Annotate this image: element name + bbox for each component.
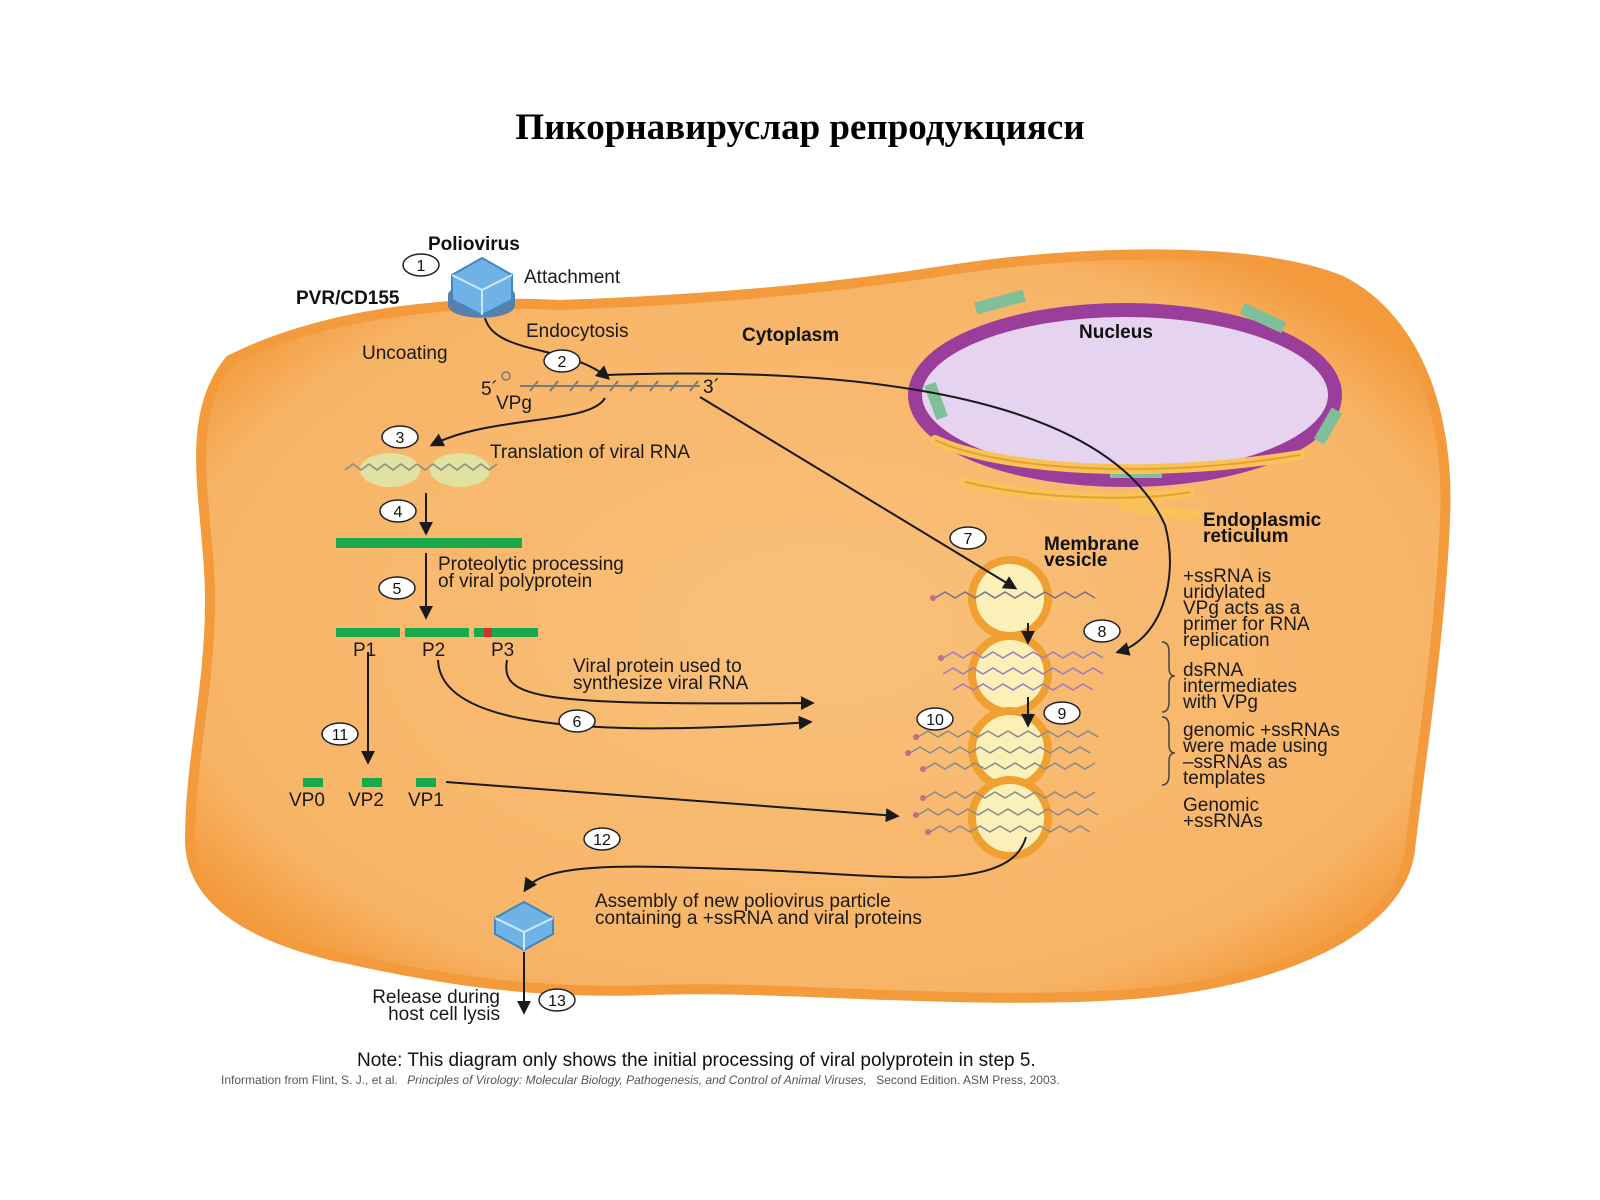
vp1-bar [416,778,436,787]
assembly-label-2: containing a +ssRNA and viral proteins [595,908,922,929]
step-number-6: 6 [573,714,582,731]
vpg-label: VPg [496,393,532,414]
receptor-label: PVR/CD155 [296,288,400,309]
ssrna-label-3: VPg acts as a [1183,598,1301,619]
vp1-label: VP1 [408,790,444,811]
ssrna-label-1: +ssRNA is [1183,566,1271,587]
step-number-1: 1 [417,258,426,275]
genomic-label-4: templates [1183,768,1265,789]
genomic-plus-label-2: +ssRNAs [1183,811,1263,832]
polyprotein-bar [336,538,522,548]
step-circle-9 [1043,701,1081,725]
step-number-13: 13 [548,993,566,1010]
nuclear-pore-icon [1313,407,1343,445]
source-book: Principles of Virology: Molecular Biolog… [407,1073,867,1087]
uncoating-label: Uncoating [362,343,448,364]
step-number-5: 5 [393,581,402,598]
step-circle-8 [1083,619,1121,643]
ribosome-icon [344,453,498,487]
source-suffix: Second Edition. ASM Press, 2003. [876,1073,1059,1087]
p1-bar [336,628,400,637]
nuclear-pore-icon [1239,302,1287,334]
process-arrows [361,317,1171,1015]
vpg-icon [501,371,511,381]
vp0-bar [303,778,323,787]
step-circle-4 [379,499,417,523]
dsrna-label-3: with VPg [1182,692,1258,713]
step-number-8: 8 [1098,624,1107,641]
step-number-9: 9 [1058,706,1067,723]
step-circle-12 [583,827,621,851]
ssrna-label-5: replication [1183,630,1270,651]
p2-bar [405,628,469,637]
poliovirus-icon [448,256,515,318]
five-prime-label: 5´ [481,379,498,400]
step-number-10: 10 [926,712,944,729]
step-circle-1 [402,253,440,277]
cytoplasm-label: Cytoplasm [742,325,839,346]
membrane-vesicle-label-1: Membrane [1044,534,1139,555]
dsrna-label-2: intermediates [1183,676,1297,697]
cleavage-mark [484,628,492,637]
er-label-1: Endoplasmic [1203,510,1322,531]
step-circle-11 [321,722,359,746]
nuclear-pore-icon [974,289,1026,315]
genomic-label-3: –ssRNAs as [1183,752,1288,773]
step-circle-6 [558,709,596,733]
step-circle-13 [538,988,576,1012]
membrane-vesicle [968,556,1052,860]
vpg-icon [905,595,944,835]
diagram-note: Note: This diagram only shows the initia… [357,1050,1036,1071]
viral-protein-label-2: synthesize viral RNA [573,673,749,694]
poliovirus-label: Poliovirus [428,234,520,255]
step-circle-2 [543,349,581,373]
genomic-label-1: genomic +ssRNAs [1183,720,1340,741]
assembly-label-1: Assembly of new poliovirus particle [595,891,891,912]
step-number-7: 7 [964,531,973,548]
p2-label: P2 [422,640,445,661]
step-number-11: 11 [332,727,349,744]
p3-bar [474,628,538,637]
genomic-label-2: were made using [1182,736,1328,757]
step-circle-5 [378,576,416,600]
three-prime-label: 3´ [703,377,720,398]
release-label-1: Release during [372,987,500,1008]
ssrna-label-4: primer for RNA [1183,614,1310,635]
er-label-2: reticulum [1203,526,1289,547]
step-number-12: 12 [593,832,611,849]
bracket [1161,641,1176,786]
new-poliovirus-icon [494,900,554,952]
step-number-3: 3 [396,430,405,447]
viral-rna-strand [520,380,700,392]
vp2-bar [362,778,382,787]
proteolytic-label-2: of viral polyprotein [438,571,592,592]
step-circle-3 [381,425,419,449]
ssrna-label-2: uridylated [1183,582,1265,603]
step-number-2: 2 [558,354,567,371]
viral-protein-label-1: Viral protein used to [573,656,742,677]
source-prefix: Information from Flint, S. J., et al. [221,1073,398,1087]
dsrna-label-1: dsRNA [1183,660,1244,681]
membrane-vesicle-label-2: vesicle [1044,550,1107,571]
vp0-label: VP0 [289,790,325,811]
proteolytic-label-1: Proteolytic processing [438,554,624,575]
source-citation: Information from Flint, S. J., et al. Pr… [221,1073,1060,1087]
step-number-4: 4 [394,504,403,521]
genomic-plus-label-1: Genomic [1183,795,1259,816]
p3-label: P3 [491,640,514,661]
p1-label: P1 [353,640,376,661]
attachment-label: Attachment [524,267,621,288]
slide-title: Пикорнавируслар репродукцияси [515,107,1085,148]
nucleus-label: Nucleus [1079,322,1153,343]
vp2-label: VP2 [348,790,384,811]
step-circle-10 [916,707,954,731]
step-circle-7 [949,526,987,550]
endocytosis-label: Endocytosis [526,321,628,342]
translation-label: Translation of viral RNA [490,442,690,463]
release-label-2: host cell lysis [388,1004,500,1025]
replicating-rna [909,591,1104,833]
